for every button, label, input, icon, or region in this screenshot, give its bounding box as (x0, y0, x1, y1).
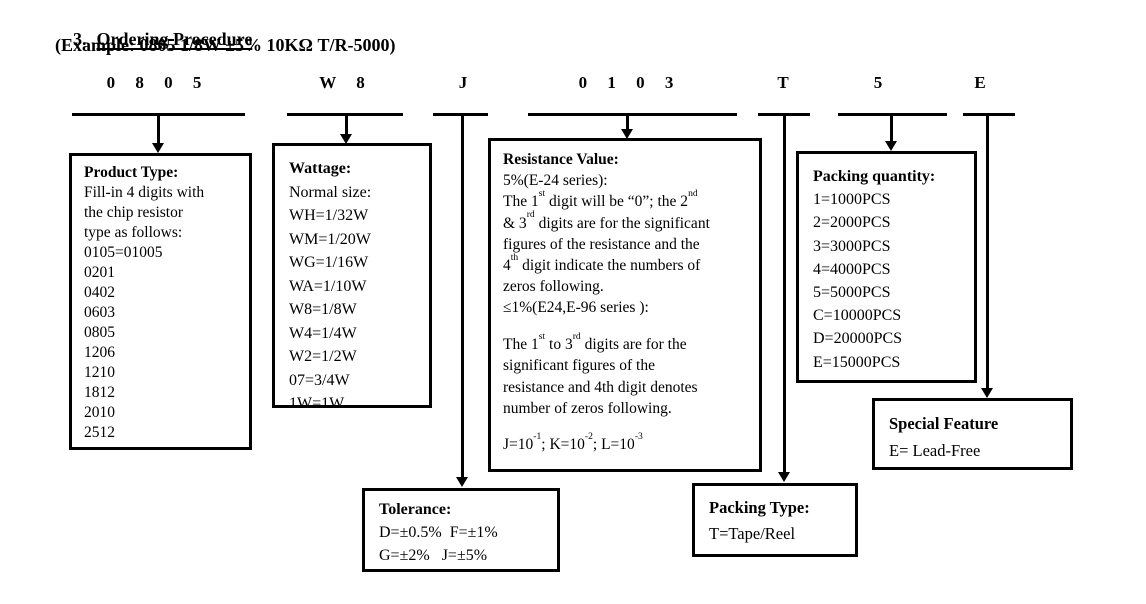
box-text-line: Fill-in 4 digits with (84, 184, 205, 201)
box-text-line: ≤1%(E24,E-96 series ): (503, 299, 649, 317)
box-text-line: WG=1/16W (289, 254, 369, 271)
arrow-stem (461, 113, 464, 477)
box-text-line: D=±0.5% F=±1% (379, 524, 498, 541)
box-text-line: T=Tape/Reel (709, 524, 796, 543)
box-title: Wattage: (289, 160, 352, 177)
arrow-stem (626, 113, 629, 129)
code-segment-packing-type: T (777, 73, 789, 92)
box-text-line: zeros following. (503, 278, 604, 296)
packing-quantity-box: Packing quantity: 1=1000PCS 2=2000PCS 3=30… (796, 151, 977, 383)
box-text-line: 1812 (84, 384, 115, 401)
box-text-line: significant figures of the (503, 357, 655, 375)
box-title: Product Type: (84, 164, 179, 181)
box-text-line: WH=1/32W (289, 207, 369, 224)
box-title: Resistance Value: (503, 151, 619, 168)
box-text-line: figures of the resistance and the (503, 235, 700, 253)
box-text-line: G=±2% J=±5% (379, 547, 488, 564)
box-title: Packing quantity: (813, 168, 936, 185)
code-segment-special-feature: E (974, 73, 986, 92)
box-text-line: WA=1/10W (289, 277, 367, 295)
box-text-line: E=15000PCS (813, 353, 901, 371)
packing-type-box: Packing Type: T=Tape/Reel (692, 483, 858, 557)
box-text-line: WM=1/20W (289, 230, 371, 248)
underline-rule (433, 113, 488, 116)
box-text-line: 4=4000PCS (813, 260, 891, 278)
box-text-line: 5=5000PCS (813, 284, 891, 302)
underline-rule (528, 113, 737, 116)
box-text-line: 1206 (84, 344, 115, 361)
box-text-line: J=10-1; K=10-2; L=10-3 (503, 430, 643, 454)
box-text-line: The 1st to 3rd digits are for the (503, 330, 687, 354)
section-title-text: Ordering Procedure (96, 29, 253, 49)
box-title: Special Feature (889, 414, 999, 433)
box-text-line: C=10000PCS (813, 307, 902, 325)
example-line: (Example: 0805 1/8W ±5% 10KΩ T/R-5000) (55, 35, 396, 55)
box-text-line: & 3rd digits are for the significant (503, 209, 710, 232)
section-title: 3. Ordering Procedure (55, 8, 252, 71)
special-feature-box: Special Feature E= Lead-Free (872, 398, 1073, 470)
box-text-line: 1W=1W (289, 395, 345, 412)
box-text-line: 0603 (84, 304, 115, 321)
box-title: Packing Type: (709, 498, 810, 517)
box-text-line: 0105=01005 (84, 244, 163, 261)
arrow-head-icon (778, 472, 790, 482)
code-segment-wattage: W 8 (319, 73, 373, 92)
box-text-line: The 1st digit will be “0”; the 2nd (503, 187, 698, 211)
box-text-line: 2=2000PCS (813, 214, 891, 232)
box-text-line: D=20000PCS (813, 330, 903, 348)
box-text-line: Normal size: (289, 183, 372, 201)
arrow-stem (157, 113, 160, 143)
code-segment-resistance: 0 1 0 3 (578, 73, 682, 92)
box-text-line: 0402 (84, 284, 115, 301)
box-text-line: 0805 (84, 324, 115, 341)
box-text-line: resistance and 4th digit denotes (503, 378, 698, 396)
box-text-line: the chip resistor (84, 204, 184, 221)
resistance-value-box: Resistance Value: 5%(E-24 series):The 1s… (488, 138, 762, 472)
code-segment-packing-quantity: 5 (873, 73, 883, 92)
code-segment-tolerance: J (458, 73, 468, 92)
box-text-line: 0201 (84, 264, 115, 281)
arrow-head-icon (340, 134, 352, 144)
box-text-line: 2512 (84, 424, 115, 441)
arrow-stem (890, 113, 893, 141)
box-text-line: W8=1/8W (289, 301, 357, 318)
box-text-line: W2=1/2W (289, 348, 357, 365)
section-number: 3. (73, 29, 87, 49)
box-text-line: 5%(E-24 series): (503, 172, 608, 190)
box-text-line: 2010 (84, 404, 115, 421)
arrow-head-icon (885, 141, 897, 151)
box-text-line: 07=3/4W (289, 371, 350, 389)
tolerance-box: Tolerance: D=±0.5% F=±1% G=±2% J=±5% (362, 488, 560, 572)
arrow-head-icon (981, 388, 993, 398)
arrow-stem (986, 113, 989, 388)
box-text-line: 4th digit indicate the numbers of (503, 251, 701, 275)
box-text-line: W4=1/4W (289, 324, 357, 342)
arrow-head-icon (621, 129, 633, 139)
arrow-head-icon (456, 477, 468, 487)
box-text-line: 1210 (84, 364, 115, 381)
underline-rule (963, 113, 1015, 116)
product-type-box: Product Type: Fill-in 4 digits with the c… (69, 153, 252, 450)
box-text-line: 3=3000PCS (813, 237, 891, 255)
box-title: Tolerance: (379, 501, 452, 518)
box-text-line: 1=1000PCS (813, 191, 891, 209)
wattage-box: Wattage: Normal size: WH=1/32W WM=1/20W WG=… (272, 143, 432, 412)
arrow-head-icon (152, 143, 164, 153)
box-text-line: type as follows: (84, 224, 183, 241)
arrow-stem (345, 113, 348, 134)
arrow-stem (783, 113, 786, 472)
code-segment-product-type: 0 8 0 5 (106, 73, 210, 92)
box-text-line: E= Lead-Free (889, 441, 981, 460)
box-text-line: number of zeros following. (503, 399, 672, 417)
